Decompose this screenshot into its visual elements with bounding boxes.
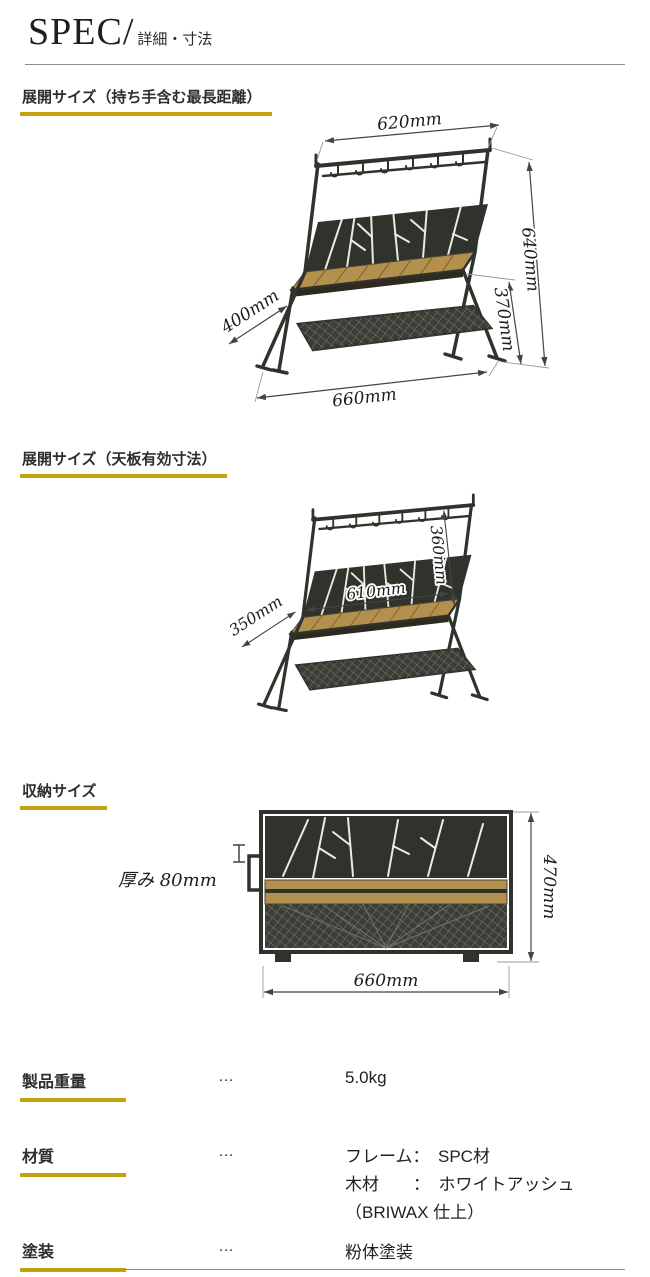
dimensions-folded: 470mm 660mm [233,811,558,998]
illustration-folded: 470mm 660mm [233,810,558,998]
dim-label-total-height: 640mm [517,226,543,292]
material-wood-line: 木材 ： ホワイトアッシュ [345,1175,575,1194]
dim-label-folded-height: 470mm [539,854,558,920]
section-heading-expanded-effective: 展開サイズ（天板有効寸法） [20,448,227,478]
section-heading-expanded-max: 展開サイズ（持ち手含む最長距離） [20,86,272,116]
spec-row-weight: 製品重量 … 5.0kg [20,1068,630,1128]
dim-label-depth: 350mm [225,591,285,639]
material-finish-line: （BRIWAX 仕上） [345,1203,485,1222]
spec-dots-weight: … [218,1068,236,1085]
spec-dots-coating: … [218,1238,236,1255]
spec-row-coating: 塗装 … 粉体塗装 [20,1238,630,1277]
spec-label-coating: 塗装 [20,1238,126,1272]
spec-title: SPEC/ [28,11,135,53]
spec-row-material: 材質 … フレーム： SPC材 木材 ： ホワイトアッシュ （BRIWAX 仕上… [20,1143,630,1222]
header-divider [25,64,625,65]
dim-label-folded-width: 660mm [354,971,419,991]
spec-value-weight: 5.0kg [345,1068,387,1087]
section-heading-folded: 収納サイズ [20,780,107,810]
spec-subtitle: 詳細・寸法 [137,31,213,48]
spec-dots-material: … [218,1143,236,1160]
folded-rack-drawing [247,810,513,962]
material-frame-line: フレーム： SPC材 [345,1147,490,1166]
side-handle [247,854,263,892]
spec-value-coating: 粉体塗装 [345,1243,413,1262]
spec-label-weight: 製品重量 [20,1068,126,1102]
dim-label-tabletop-height: 370mm [490,286,519,353]
page-title: SPEC/詳細・寸法 [28,10,212,54]
mesh-fan-lines [282,903,490,949]
dim-label-thickness: 厚み 80mm [118,870,217,891]
branch-cutouts-folded [282,817,484,878]
footer-divider [25,1269,625,1270]
thickness-bracket [233,844,245,863]
spec-value-material: フレーム： SPC材 木材 ： ホワイトアッシュ （BRIWAX 仕上） [345,1143,575,1227]
illustration-expanded-effective: 610mm 360mm 350mm [224,468,536,754]
illustration-expanded-max: 620mm 640mm 370mm 400mm 660mm [215,110,550,414]
spec-label-material: 材質 [20,1143,126,1177]
